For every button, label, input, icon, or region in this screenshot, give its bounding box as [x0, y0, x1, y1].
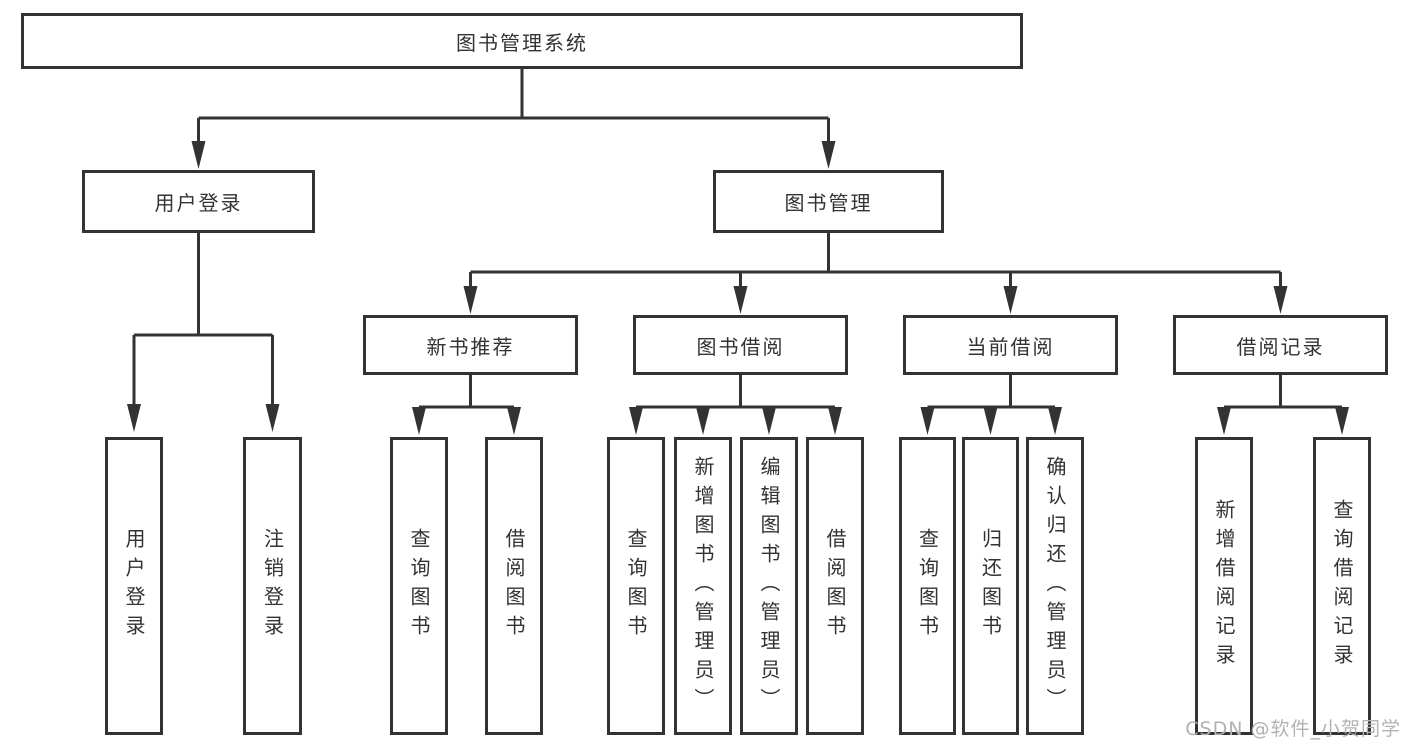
- node-book-borrowing: 图书借阅: [633, 315, 848, 375]
- leaf-query-books-borrow: 查询图书: [607, 437, 665, 735]
- node-label: 图书管理系统: [456, 30, 588, 55]
- node-label: 借阅记录: [1236, 334, 1325, 359]
- node-label: 借阅图书: [823, 528, 847, 644]
- leaf-query-books-current: 查询图书: [899, 437, 956, 735]
- node-label: 查询借阅记录: [1330, 499, 1354, 673]
- node-label: 新增借阅记录: [1212, 499, 1236, 673]
- node-label: 用户登录: [122, 528, 146, 644]
- leaf-user-login: 用户登录: [105, 437, 163, 735]
- leaf-edit-books-admin: 编辑图书（管理员）: [740, 437, 798, 735]
- node-label: 查询图书: [624, 528, 648, 644]
- leaf-borrow-books-recommend: 借阅图书: [485, 437, 543, 735]
- node-label: 当前借阅: [966, 334, 1055, 359]
- node-label: 新书推荐: [426, 334, 515, 359]
- node-current-borrowing: 当前借阅: [903, 315, 1118, 375]
- node-new-book-recommend: 新书推荐: [363, 315, 578, 375]
- node-label: 图书管理: [784, 191, 873, 215]
- node-label: 查询图书: [915, 528, 940, 644]
- leaf-add-borrow-record: 新增借阅记录: [1195, 437, 1253, 735]
- csdn-watermark: CSDN @软件_小贺同学: [1185, 718, 1401, 740]
- node-label: 新增图书（管理员）: [691, 455, 715, 717]
- leaf-query-books-recommend: 查询图书: [390, 437, 448, 735]
- node-user-login: 用户登录: [82, 170, 315, 233]
- node-root-system: 图书管理系统: [21, 13, 1023, 69]
- node-label: 注销登录: [260, 528, 285, 644]
- leaf-return-books: 归还图书: [962, 437, 1019, 735]
- node-label: 图书借阅: [696, 334, 785, 359]
- leaf-add-books-admin: 新增图书（管理员）: [674, 437, 732, 735]
- node-label: 借阅图书: [502, 528, 526, 644]
- node-label: 归还图书: [978, 528, 1003, 644]
- node-label: 编辑图书（管理员）: [757, 455, 781, 717]
- node-label: 确认归还（管理员）: [1043, 455, 1067, 717]
- leaf-query-borrow-record: 查询借阅记录: [1313, 437, 1371, 735]
- node-label: 用户登录: [154, 191, 243, 215]
- node-label: 查询图书: [407, 528, 431, 644]
- leaf-logout: 注销登录: [243, 437, 302, 735]
- node-borrowing-records: 借阅记录: [1173, 315, 1388, 375]
- node-book-management: 图书管理: [713, 170, 944, 233]
- leaf-borrow-books: 借阅图书: [806, 437, 864, 735]
- leaf-confirm-return-admin: 确认归还（管理员）: [1026, 437, 1084, 735]
